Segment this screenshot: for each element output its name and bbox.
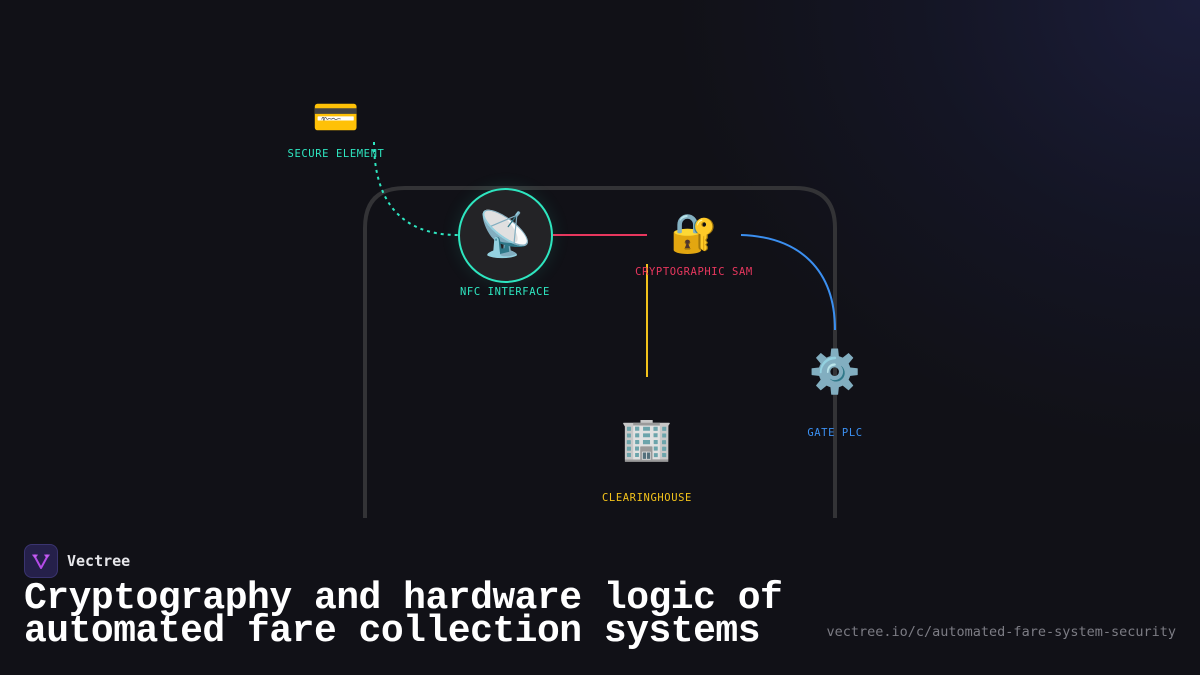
node-label: CLEARINGHOUSE	[602, 492, 692, 504]
brand[interactable]: Vectree	[24, 544, 130, 578]
page-title: Cryptography and hardware logic of autom…	[24, 577, 783, 653]
lock-with-key-icon: 🔐	[670, 210, 718, 255]
node-label: SECURE ELEMENT	[287, 148, 385, 160]
node-clearinghouse[interactable]: 🏢 CLEARINGHOUSE	[597, 412, 697, 504]
brand-name: Vectree	[67, 552, 131, 570]
vectree-logo-icon	[24, 544, 58, 578]
node-cryptographic-sam[interactable]: 🔐 CRYPTOGRAPHIC SAM	[624, 208, 764, 279]
nfc-interface-ring	[458, 188, 553, 283]
source-url[interactable]: vectree.io/c/automated-fare-system-secur…	[826, 624, 1177, 640]
node-label: NFC INTERFACE	[460, 286, 550, 298]
credit-card-icon: 💳	[312, 94, 360, 139]
satellite-dish-icon: 📡	[477, 209, 533, 260]
device-frame	[363, 186, 837, 518]
gear-icon: ⚙️	[808, 347, 862, 396]
node-nfc-interface[interactable]: 📡 NFC INTERFACE	[455, 203, 555, 298]
node-gate-plc[interactable]: ⚙️ GATE PLC	[785, 345, 885, 439]
edge-sam-gate-plc	[740, 234, 836, 331]
node-label: CRYPTOGRAPHIC SAM	[635, 266, 753, 278]
office-building-icon: 🏢	[620, 414, 674, 463]
node-label: GATE PLC	[807, 427, 863, 439]
node-secure-element[interactable]: 💳 SECURE ELEMENT	[286, 92, 386, 161]
edge-secure-element-nfc	[373, 141, 459, 236]
